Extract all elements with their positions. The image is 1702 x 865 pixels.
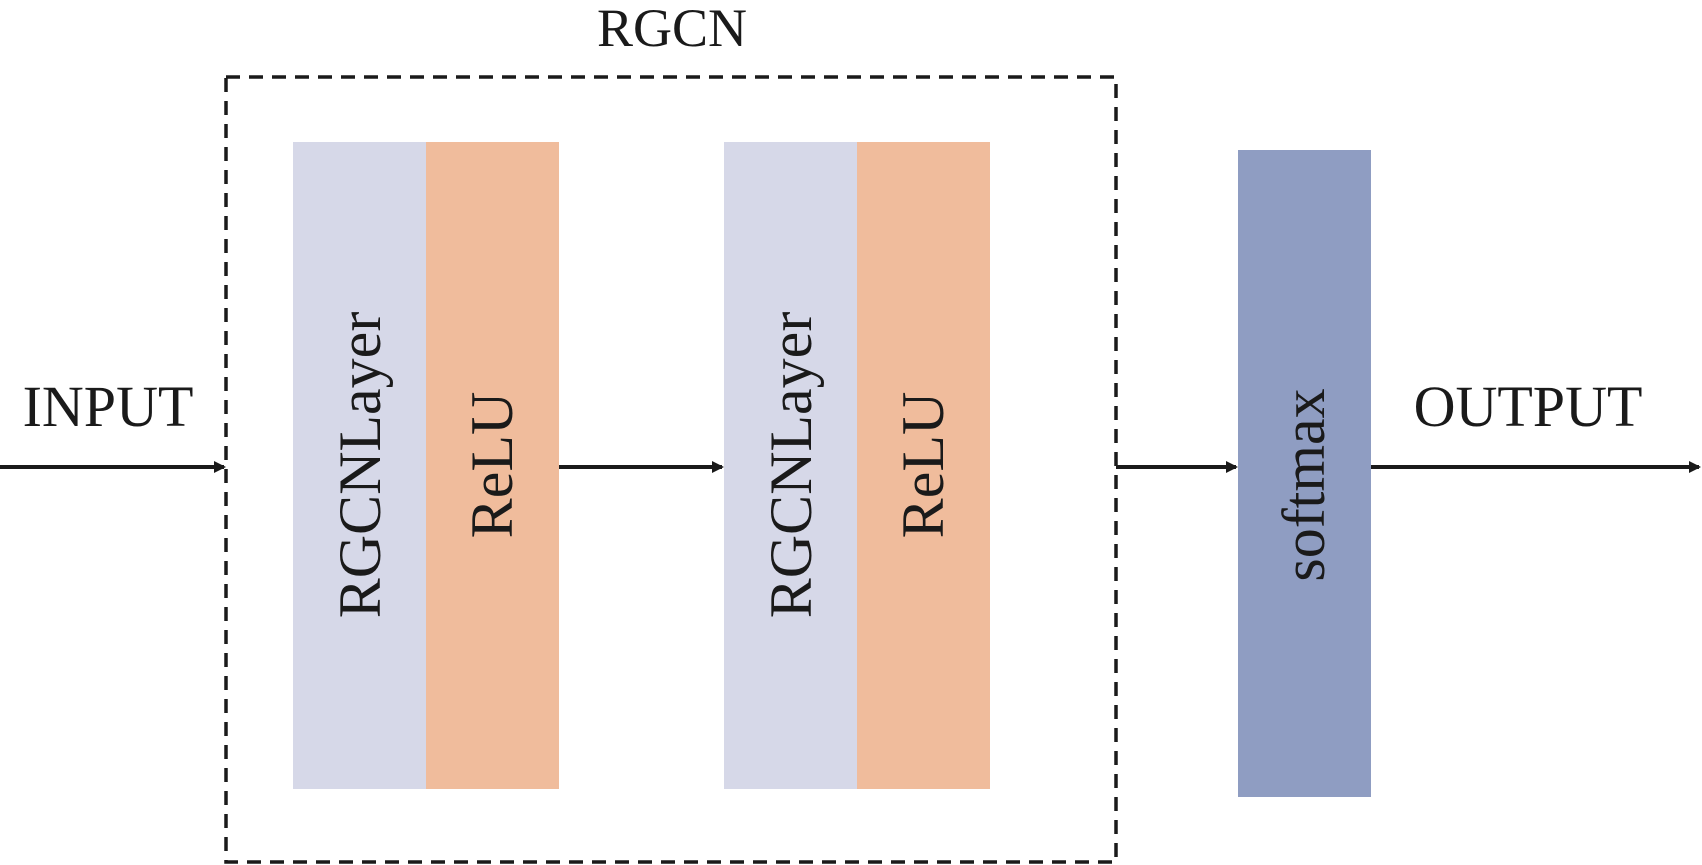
softmax-block	[1238, 150, 1371, 797]
relu-2-label: ReLU	[890, 392, 956, 539]
softmax-label: softmax	[1271, 388, 1337, 581]
output-label: OUTPUT	[1414, 374, 1643, 439]
rgcn-group-box	[224, 75, 1118, 864]
rgcn-layer-2-label: RGCNLayer	[758, 312, 824, 619]
rgcn-layer-2-block	[724, 142, 857, 789]
relu-2-block	[857, 142, 990, 789]
relu-1-label: ReLU	[459, 392, 525, 539]
rgcn-layer-1-block	[293, 142, 426, 789]
rgcn-layer-1-label: RGCNLayer	[327, 312, 393, 619]
relu-1-block	[426, 142, 559, 789]
input-label: INPUT	[23, 374, 194, 439]
rgcn-group-title: RGCN	[597, 0, 747, 58]
